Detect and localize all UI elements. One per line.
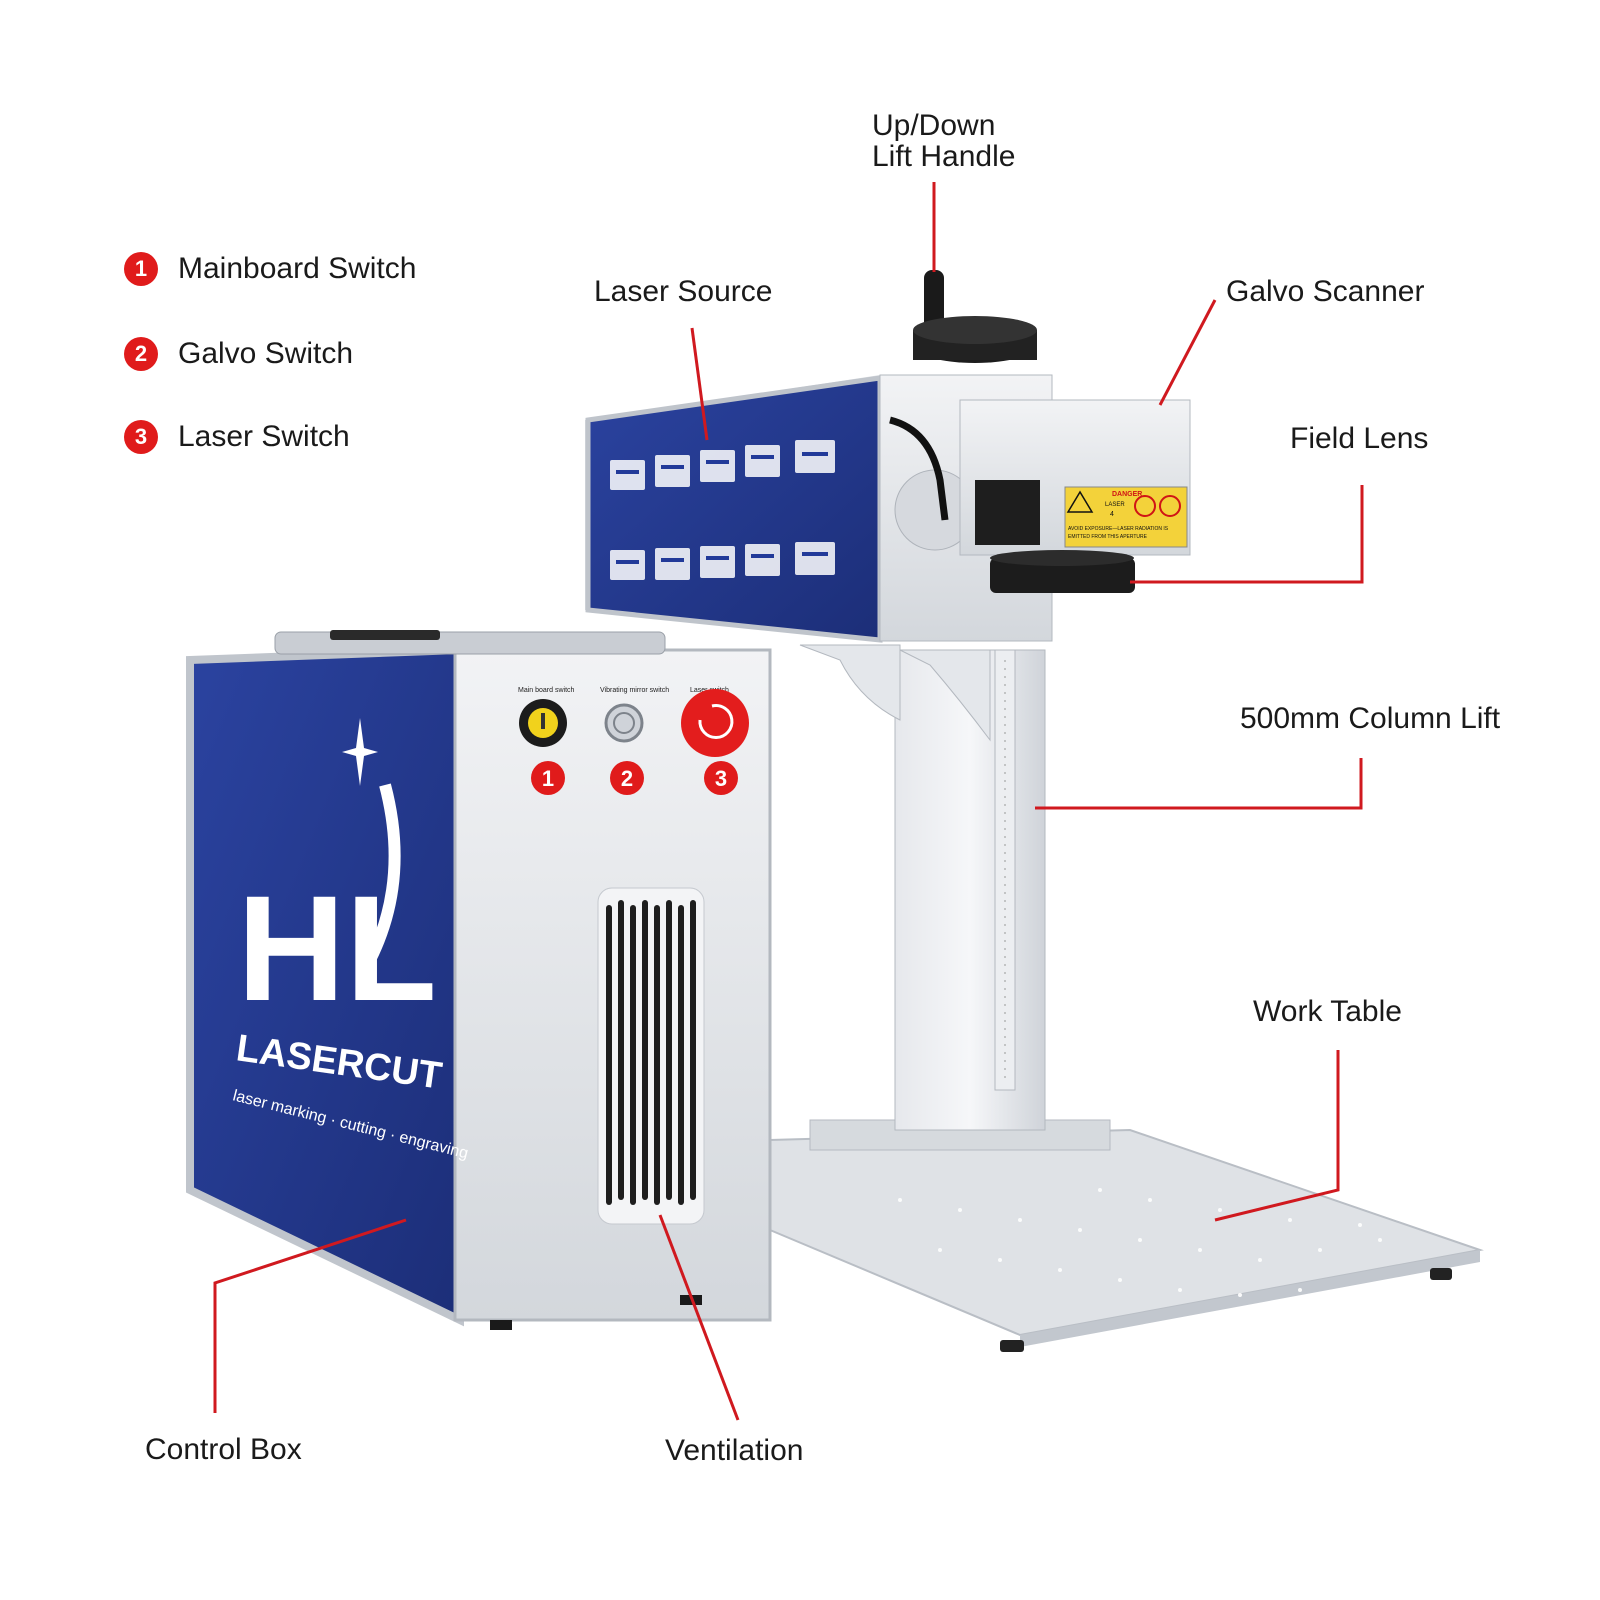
mainboard-key-switch — [519, 699, 567, 747]
switch-plate-label: Main board switch — [518, 687, 575, 694]
switch-number-badges: 1 2 3 — [531, 761, 738, 795]
legend-label: Mainboard Switch — [178, 252, 417, 285]
number-badge-text: 2 — [621, 766, 633, 791]
number-badge: 3 — [124, 420, 158, 454]
leader-line-work-table — [1214, 1050, 1340, 1222]
field-lens — [990, 550, 1135, 593]
leader-line-laser-source — [690, 327, 709, 441]
number-badge: 2 — [124, 337, 158, 371]
warning-text: DANGER — [1112, 491, 1142, 498]
work-table — [769, 1128, 1484, 1352]
leader-line-column-lift — [1035, 758, 1363, 810]
callout-work-table: Work Table — [1253, 995, 1402, 1028]
callout-control-box: Control Box — [145, 1433, 302, 1466]
callout-lift-handle-line2: Lift Handle — [872, 140, 1016, 173]
leader-line-control-box — [213, 1218, 407, 1413]
legend-label: Galvo Switch — [178, 337, 354, 370]
laser-emergency-stop-button — [681, 689, 749, 757]
callout-lift-handle-line1: Up/Down — [872, 109, 996, 142]
star-icon — [342, 718, 378, 786]
callout-field-lens: Field Lens — [1290, 422, 1429, 455]
galvo-power-button — [604, 703, 644, 743]
warning-text: EMITTED FROM THIS APERTURE — [1068, 534, 1148, 540]
warning-text: LASER — [1105, 502, 1125, 508]
laser-warning-icon — [1066, 490, 1094, 513]
leader-line-galvo-scanner — [1158, 299, 1217, 406]
brand-logo: HL — [237, 864, 437, 1032]
vent-slots — [610, 440, 835, 580]
switch-plate-label: Vibrating mirror switch — [600, 687, 669, 694]
legend-item-3: 3 Laser Switch — [124, 420, 350, 454]
control-box: HL LASERCUT laser marking · cutting · en… — [186, 630, 772, 1330]
ventilation-grille — [597, 887, 705, 1225]
number-badge: 1 — [124, 252, 158, 286]
callout-galvo-scanner: Galvo Scanner — [1226, 275, 1425, 308]
warning-text: 4 — [1110, 511, 1114, 518]
callout-laser-source: Laser Source — [594, 275, 773, 308]
warning-text: AVOID EXPOSURE—LASER RADIATION IS — [1068, 526, 1169, 532]
legend-item-2: 2 Galvo Switch — [124, 337, 353, 371]
number-badge-text: 3 — [715, 766, 727, 791]
leader-line-ventilation — [658, 1214, 740, 1421]
callout-lines — [213, 182, 1364, 1421]
galvo-scanner: DANGER LASER 4 AVOID EXPOSURE—LASER RADI… — [889, 399, 1191, 556]
table-holes — [898, 1188, 1382, 1297]
lift-handle — [913, 270, 1037, 363]
legend-item-1: 1 Mainboard Switch — [124, 252, 416, 286]
leader-line-field-lens — [1130, 485, 1364, 584]
callout-ventilation: Ventilation — [665, 1434, 804, 1467]
callout-column-lift: 500mm Column Lift — [1240, 702, 1501, 735]
legend-label: Laser Switch — [178, 420, 350, 453]
column-lift — [799, 644, 1111, 1151]
swoosh-icon — [364, 783, 401, 963]
number-badge-text: 1 — [542, 766, 554, 791]
